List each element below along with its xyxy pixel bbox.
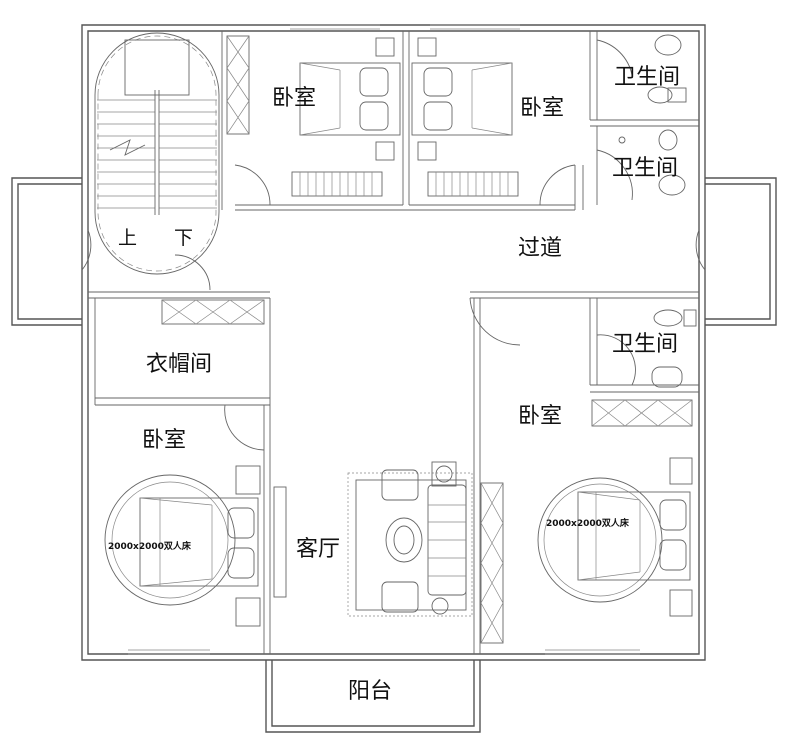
room-label-bedroom-top-right: 卧室 (520, 96, 564, 121)
room-label-bedroom-top-left: 卧室 (272, 86, 316, 111)
top-left-bed (299, 37, 401, 161)
room-label-living-room: 客厅 (296, 537, 340, 562)
stair-down-label: 下 (174, 227, 193, 249)
exterior-walls (11, 24, 777, 733)
door-swings (81, 39, 706, 451)
room-label-bathroom-2: 卫生间 (612, 156, 678, 181)
living-room-sofa-set (347, 461, 473, 617)
stair-up-label: 上 (118, 227, 137, 249)
room-label-bathroom-1: 卫生间 (614, 65, 680, 90)
room-label-bedroom-left: 卧室 (142, 428, 186, 453)
room-label-bathroom-3: 卫生间 (612, 332, 678, 357)
right-bedroom-bed (537, 457, 693, 617)
interior-walls (88, 24, 699, 655)
left-bedroom-bed (104, 465, 287, 627)
left-bed-size-label: 2000x2000双人床 (108, 540, 192, 552)
right-bed-size-label: 2000x2000双人床 (546, 517, 630, 529)
top-radiators (291, 171, 519, 197)
top-right-bed (411, 37, 513, 161)
room-label-balcony: 阳台 (348, 679, 392, 704)
wardrobes (161, 35, 693, 644)
room-label-corridor: 过道 (518, 236, 562, 261)
room-label-bedroom-right: 卧室 (518, 404, 562, 429)
staircase (94, 32, 220, 275)
room-label-cloakroom: 衣帽间 (146, 352, 212, 377)
bathroom-fixtures (618, 34, 697, 388)
